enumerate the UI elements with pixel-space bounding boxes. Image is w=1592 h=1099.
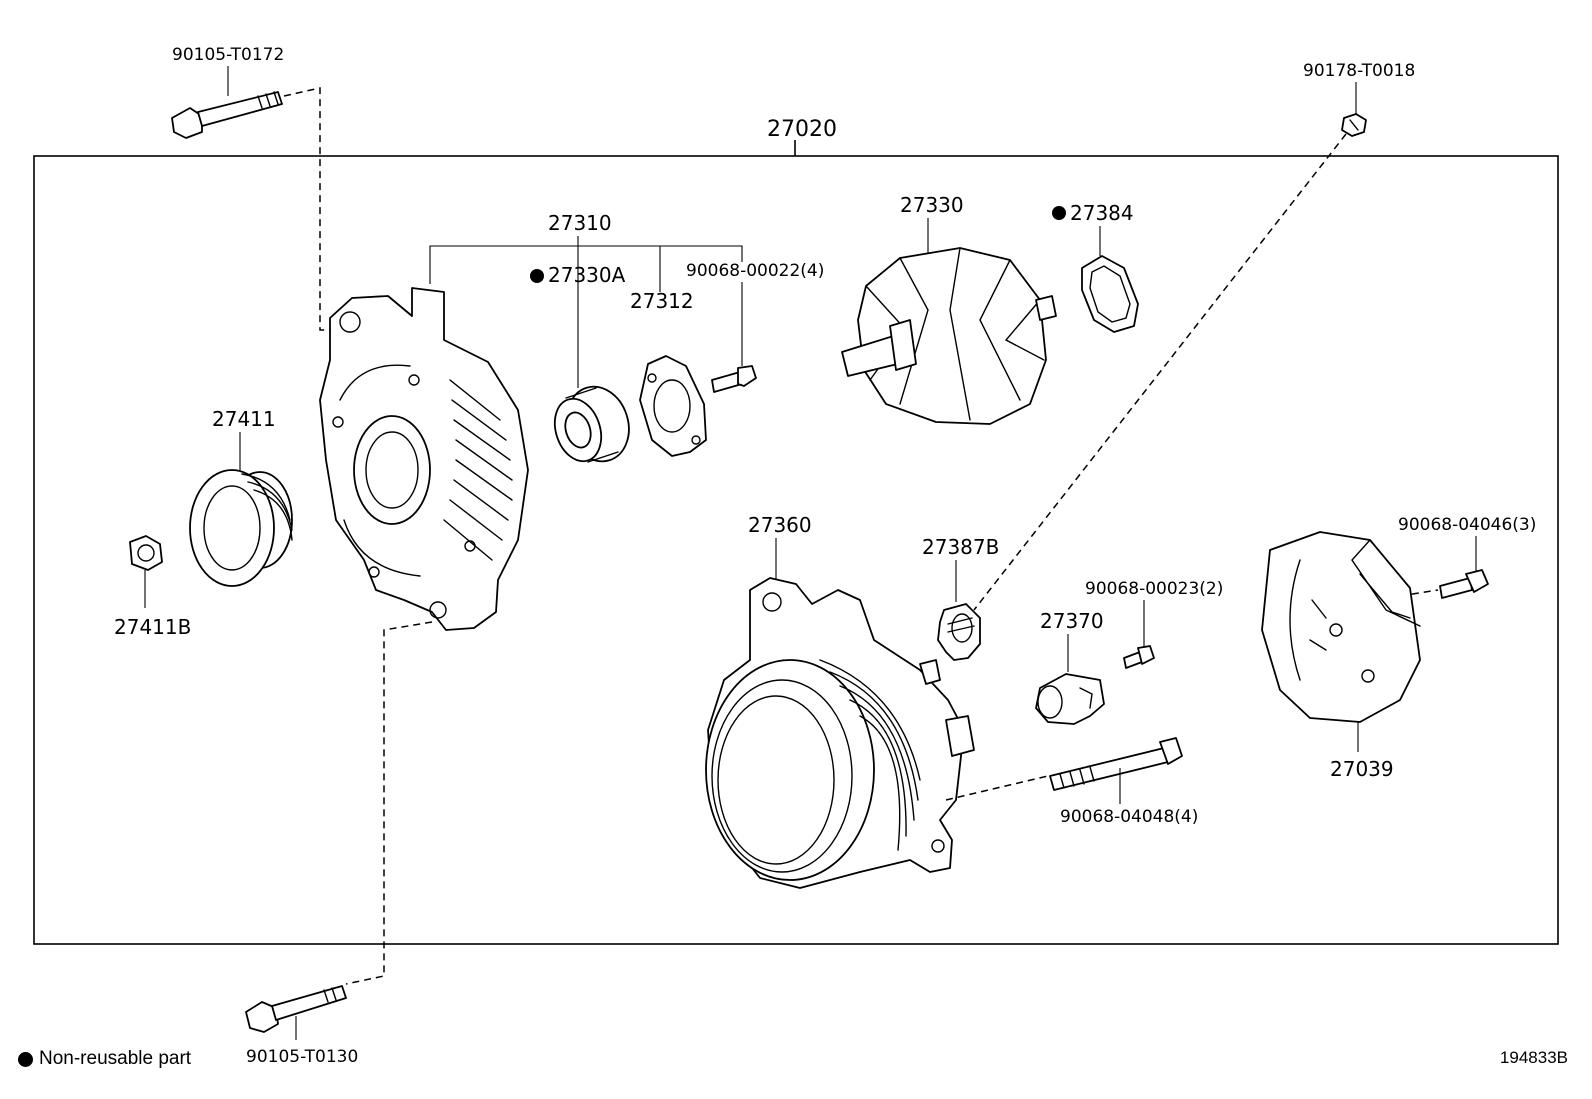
rotor-27330-icon [841,247,1057,425]
rear-frame-27360-icon [705,577,975,889]
nut-90178-T0018-icon [1341,113,1367,137]
label-27370[interactable]: 27370 [1040,609,1104,633]
bolt-90105-T0172-icon [171,91,283,139]
label-90068-00022[interactable]: 90068-00022(4) [686,261,824,281]
screw-90068-04046-icon [1439,569,1489,599]
screw-90068-00023-icon [1123,645,1155,669]
label-90068-00023[interactable]: 90068-00023(2) [1085,579,1223,599]
rear-cover-27039-icon [1261,531,1421,723]
brush-holder-27387B-icon [937,603,981,661]
pulley-27411-icon [189,469,293,587]
label-27411[interactable]: 27411 [212,407,276,431]
screw-90068-00022-icon [711,365,757,393]
diagram-reference-id: 194833B [1499,1048,1568,1067]
non-reusable-legend-dot [18,1051,33,1067]
bolt-90105-T0130-icon [245,985,347,1033]
label-27310[interactable]: 27310 [548,211,612,235]
label-90178-T0018[interactable]: 90178-T0018 [1303,61,1415,81]
label-90105-T0172[interactable]: 90105-T0172 [172,45,284,65]
cover-27384-icon [1081,255,1139,333]
regulator-27370-icon [1035,673,1105,725]
label-27330[interactable]: 27330 [900,193,964,217]
nut-27411B-icon [129,535,163,571]
non-reusable-dot [530,269,544,283]
legend: Non-reusable part [18,1048,191,1070]
label-27312[interactable]: 27312 [630,289,694,313]
label-27039[interactable]: 27039 [1330,757,1394,781]
label-27360[interactable]: 27360 [748,513,812,537]
label-90068-04048[interactable]: 90068-04048(4) [1060,807,1198,827]
label-27387B[interactable]: 27387B [922,535,999,559]
assembly-frame [33,155,1559,945]
plate-27312-icon [639,355,707,457]
drive-end-frame-icon [319,287,529,631]
label-27330A[interactable]: 27330A [548,263,626,287]
label-27411B[interactable]: 27411B [114,615,191,639]
label-27020[interactable]: 27020 [767,117,837,142]
non-reusable-dot-27384 [1052,206,1066,220]
bolt-90068-04048-icon [1049,737,1183,791]
label-90105-T0130[interactable]: 90105-T0130 [246,1047,358,1067]
bearing-27330A-icon [553,385,630,463]
label-27384[interactable]: 27384 [1070,201,1134,225]
label-90068-04046[interactable]: 90068-04046(3) [1398,515,1536,535]
legend-text: Non-reusable part [39,1048,192,1069]
